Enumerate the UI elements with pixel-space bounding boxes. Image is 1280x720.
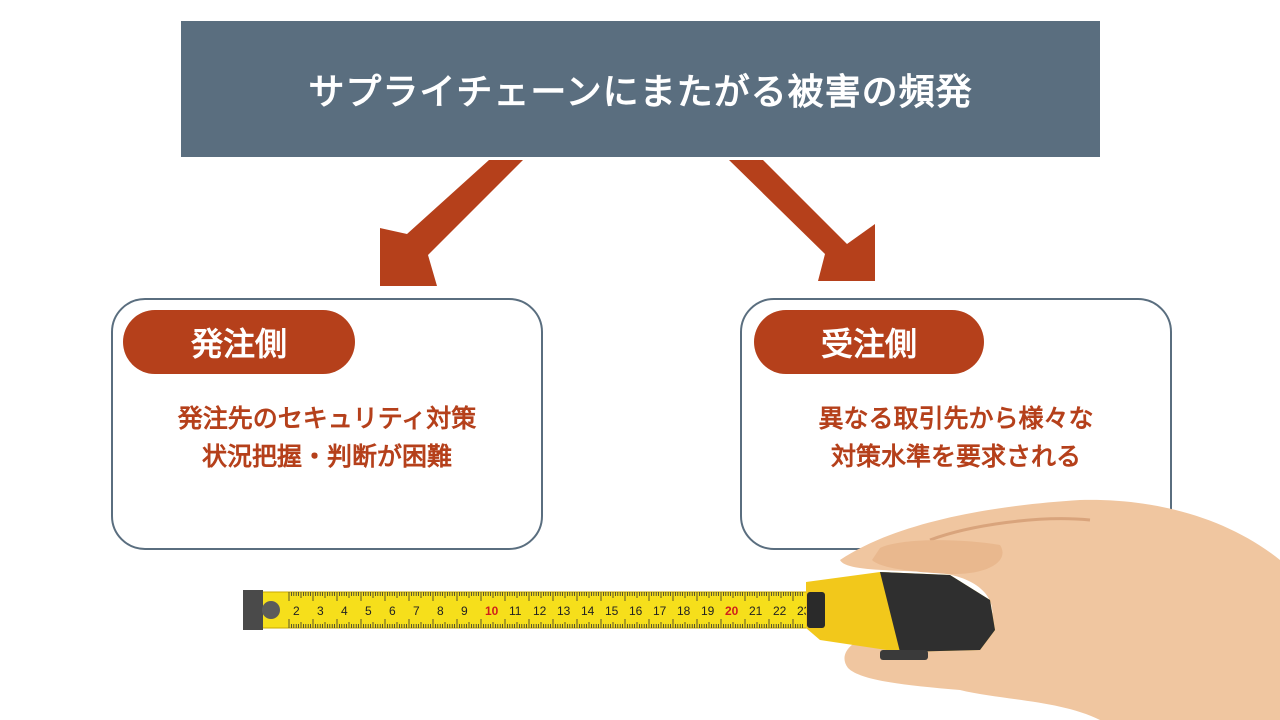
ordering-side-line-2: 状況把握・判断が困難 (201, 442, 452, 471)
arrow-left (380, 160, 523, 286)
ordering-side-label: 発注側 (123, 310, 355, 374)
tape-number: 10 (485, 604, 499, 618)
tape-number: 17 (653, 604, 667, 618)
tape-number: 6 (389, 604, 396, 618)
tape-number: 19 (701, 604, 715, 618)
tape-number: 11 (509, 604, 522, 618)
ordering-side-card: 発注側 発注先のセキュリティ対策 状況把握・判断が困難 (111, 298, 543, 550)
page-title: サプライチェーンにまたがる被害の頻発 (308, 72, 973, 113)
tape-lock-button (807, 592, 825, 628)
tape-number: 4 (341, 604, 348, 618)
tape-number: 2 (293, 604, 300, 618)
tape-number: 14 (581, 604, 595, 618)
receiving-side-description: 異なる取引先から様々な 対策水準を要求される (742, 400, 1170, 476)
receiving-side-label: 受注側 (754, 310, 984, 374)
tape-number: 21 (749, 604, 763, 618)
hand-thumb (872, 540, 1003, 575)
tape-number: 15 (605, 604, 619, 618)
tape-belt-clip (880, 650, 928, 660)
tape-number: 5 (365, 604, 372, 618)
tape-number: 22 (773, 604, 787, 618)
tape-hook (243, 590, 263, 630)
tape-number: 7 (413, 604, 420, 618)
receiving-side-line-2: 対策水準を要求される (830, 442, 1081, 471)
arrow-right (729, 160, 875, 281)
tape-number: 13 (557, 604, 571, 618)
tape-number: 8 (437, 604, 444, 618)
tape-measure-case (806, 572, 995, 660)
receiving-side-card: 受注側 異なる取引先から様々な 対策水準を要求される (740, 298, 1172, 550)
tape-ticks (288, 592, 803, 628)
tape-number: 9 (461, 604, 468, 618)
tape-number: 3 (317, 604, 324, 618)
receiving-side-line-1: 異なる取引先から様々な (818, 404, 1094, 433)
tape-number: 12 (533, 604, 547, 618)
tape-number: 18 (677, 604, 691, 618)
title-banner: サプライチェーンにまたがる被害の頻発 (181, 21, 1100, 157)
ordering-side-description: 発注先のセキュリティ対策 状況把握・判断が困難 (113, 400, 541, 476)
tape-number: 20 (725, 604, 739, 618)
tape-number: 16 (629, 604, 643, 618)
tape-hook-rivet (262, 601, 280, 619)
ordering-side-line-1: 発注先のセキュリティ対策 (177, 404, 477, 433)
